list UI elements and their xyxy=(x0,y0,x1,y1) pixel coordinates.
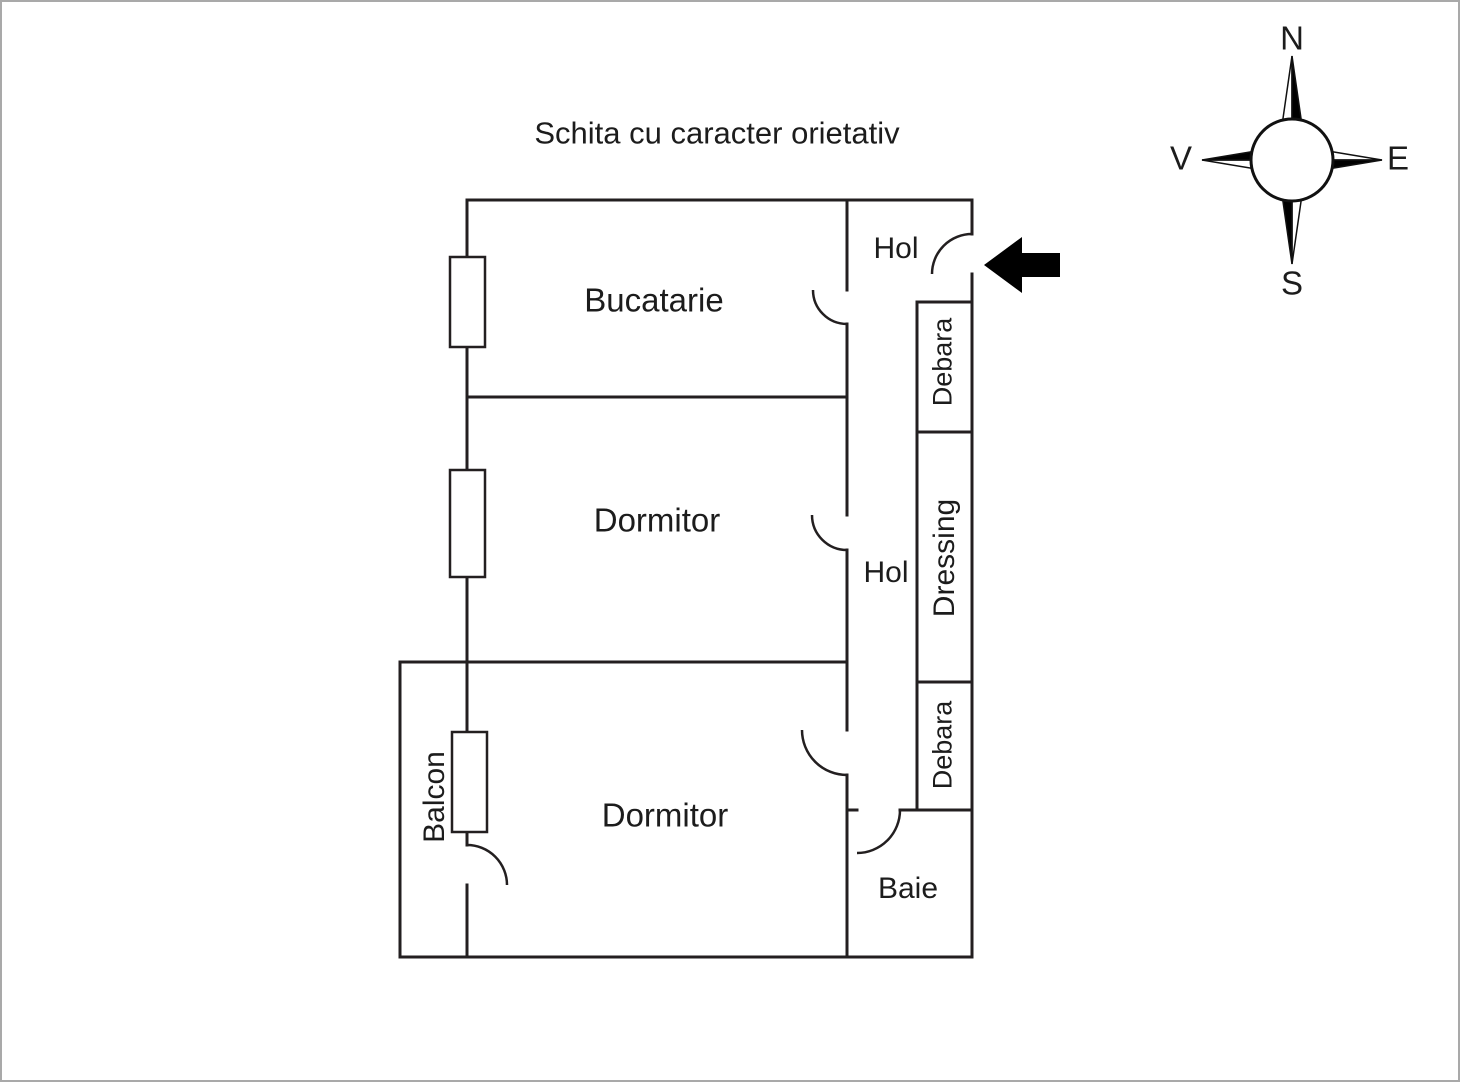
bathroom-door-arc xyxy=(856,809,902,855)
kitchen-door-arc xyxy=(811,289,848,326)
entrance-door-arc xyxy=(930,232,973,275)
room-label-balcon: Balcon xyxy=(418,751,451,843)
room-label-hol-entrance: Hol xyxy=(873,232,919,265)
compass-label-west: V xyxy=(1169,139,1193,177)
room-label-debara-2: Debara xyxy=(927,700,958,790)
room-label-baie: Baie xyxy=(877,872,939,905)
entrance-arrow-icon xyxy=(984,237,1060,293)
door-arcs xyxy=(466,232,973,886)
balcony-door-arc xyxy=(466,843,509,886)
window-bedroom2 xyxy=(450,730,489,834)
compass-label-north: N xyxy=(1280,19,1304,57)
room-label-dressing: Dressing xyxy=(928,498,961,618)
compass-label-south: S xyxy=(1280,264,1304,302)
room-label-bucatarie: Bucatarie xyxy=(584,281,724,319)
compass-label-east: E xyxy=(1386,139,1410,177)
walls xyxy=(398,198,974,959)
window-bedroom1 xyxy=(448,468,487,579)
bedroom2-door-arc xyxy=(800,729,848,777)
compass-rose-icon xyxy=(1201,55,1383,265)
room-label-hol-corridor: Hol xyxy=(863,556,909,589)
sketch-title: Schita cu caracter orietativ xyxy=(534,115,900,151)
windows xyxy=(448,255,489,834)
room-label-debara-1: Debara xyxy=(927,317,958,407)
window-kitchen xyxy=(448,255,487,349)
room-label-dormitor-2: Dormitor xyxy=(601,796,729,834)
bedroom1-door-arc xyxy=(810,514,848,552)
room-label-dormitor-1: Dormitor xyxy=(593,501,721,539)
